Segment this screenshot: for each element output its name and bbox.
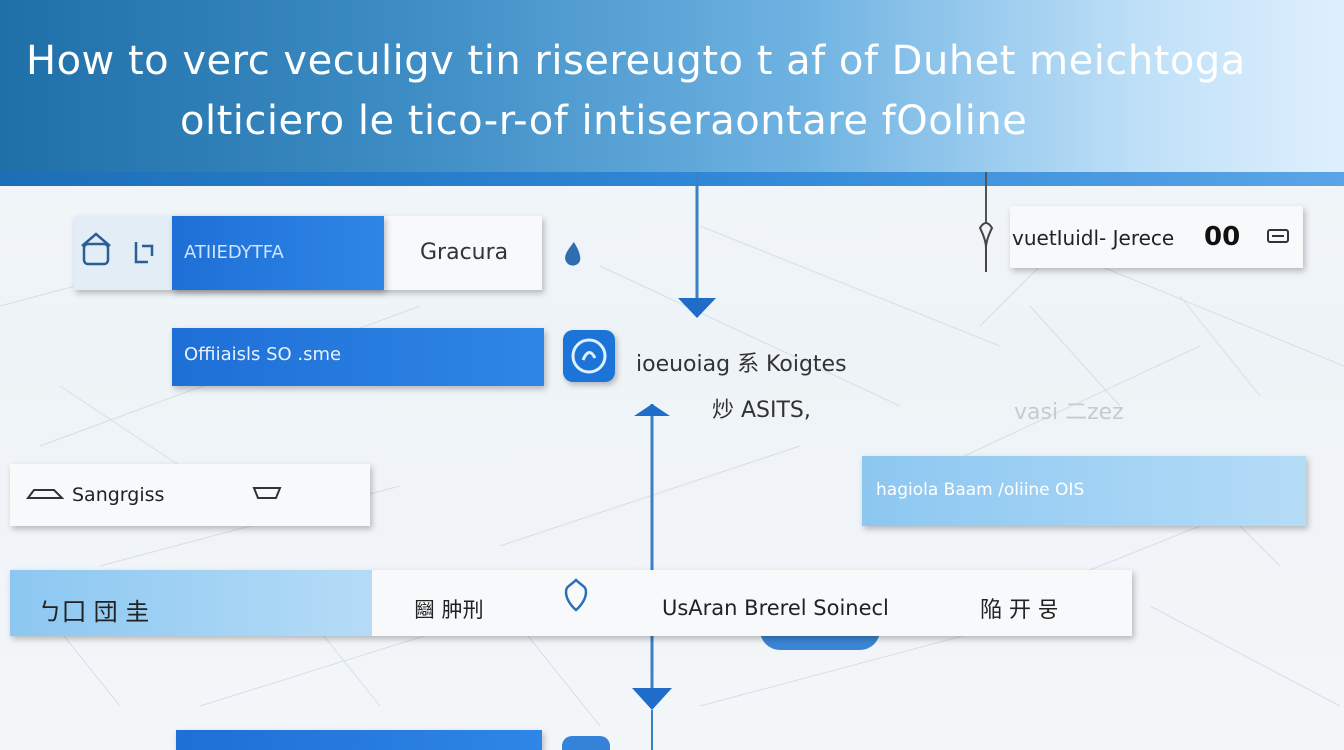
mid-label-1: ioeuoiag 系 Koigtes (636, 352, 847, 377)
arrow-down-1 (678, 298, 716, 318)
header-band (0, 0, 1344, 172)
row1-right-label: Gracura (420, 240, 509, 265)
row4-mid-label: 圝 肿刑 (414, 598, 484, 622)
node-row3-left[interactable] (10, 464, 370, 526)
home-icon (81, 232, 154, 266)
row4-left-label: ㄅ囗 団 圭 (38, 598, 150, 626)
arrow-up-1 (634, 404, 670, 416)
shield-icon (564, 578, 588, 612)
tag-icon (1267, 229, 1289, 243)
circle-app-icon[interactable] (563, 330, 615, 382)
settings-icon (252, 487, 282, 499)
top-right-value: 00 (1204, 222, 1241, 252)
header-divider (0, 172, 1344, 186)
mid-label-2: 炒 ASITS, (712, 398, 811, 423)
car-icon (26, 489, 65, 499)
row2-label: Offiiaisls SO .sme (184, 344, 342, 365)
row4-right-label: UsAran Brerel Soinecl (662, 596, 889, 620)
node-top-right[interactable] (1010, 206, 1303, 268)
row1-icon-cell (74, 216, 172, 290)
row1-blue-label: ATIIEDYTFA (184, 242, 284, 263)
row4-far-label: 陥 开 뭉 (980, 598, 1059, 623)
page-title-line-2: olticiero le tico-r-of intiseraontare fO… (180, 98, 1028, 144)
pin-icon (978, 222, 994, 272)
row3-left-label: Sangrgiss (72, 484, 165, 506)
bottom-app-icon[interactable] (562, 736, 610, 750)
droplet-icon (565, 242, 581, 266)
page-title-line-1: How to verc veculigv tin risereugto t af… (26, 38, 1246, 84)
node-bottom[interactable] (176, 730, 542, 750)
row1-blue-cell[interactable] (172, 216, 384, 290)
faint-label: vasi 二zez (1014, 400, 1124, 425)
row4-left-cell (10, 570, 372, 636)
top-right-label: vuetIuidl- Jerece (1012, 226, 1175, 250)
row3-right-label: hagiola Baam /oliine OIS (876, 480, 1085, 500)
node-row2[interactable] (172, 328, 544, 386)
document-icon (134, 242, 154, 264)
node-row3-right[interactable] (862, 456, 1306, 526)
arrow-down-2 (632, 688, 672, 710)
